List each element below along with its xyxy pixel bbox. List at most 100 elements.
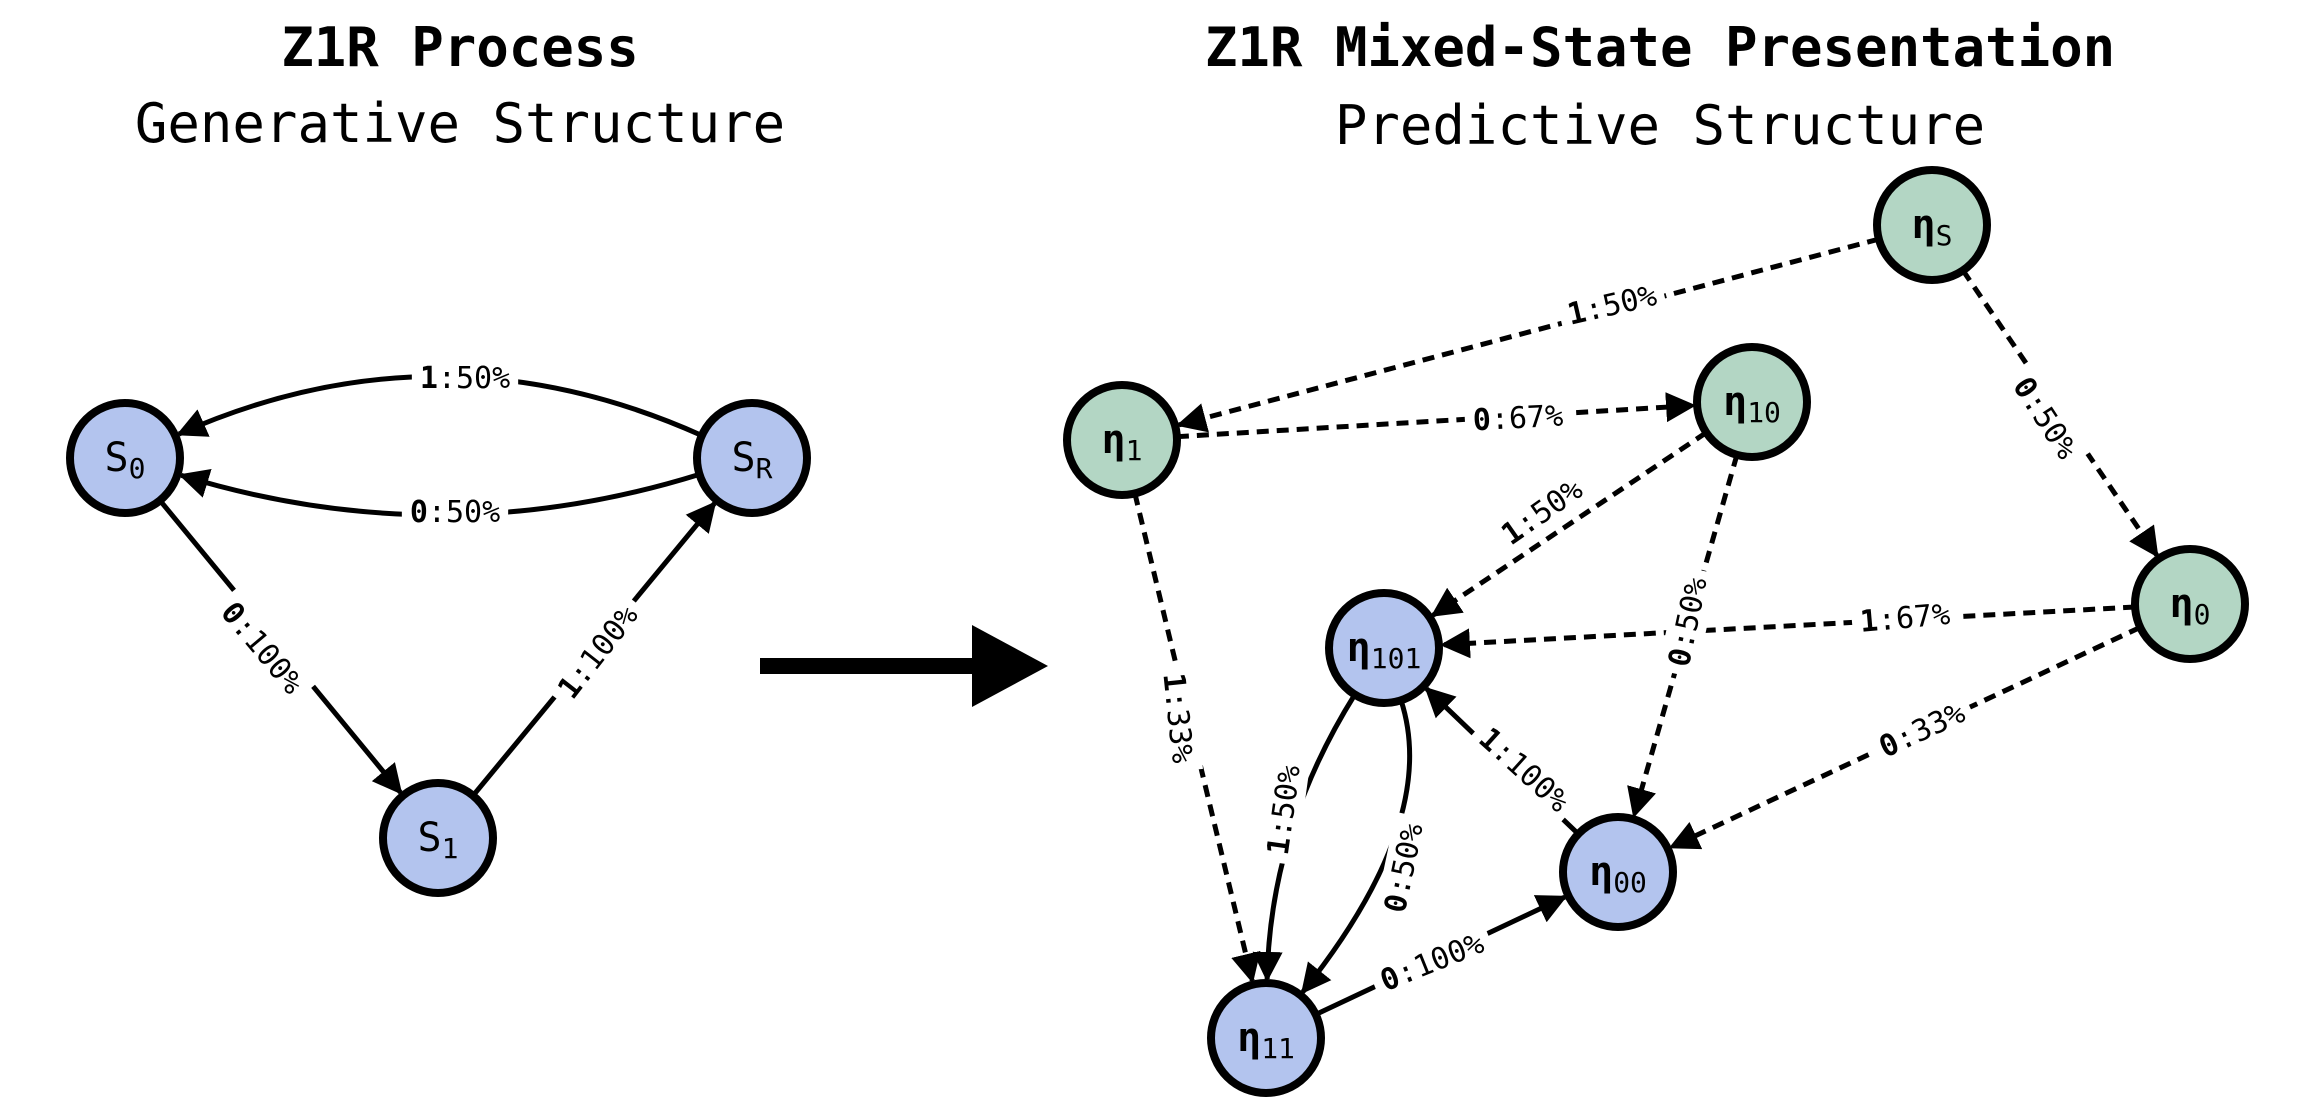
edge-symbol: 0 — [410, 495, 428, 530]
node-subscript: 11 — [1261, 1032, 1295, 1065]
right-edge-label-etaS-to-eta0: 0:50% — [1999, 362, 2091, 474]
right-node-eta1: η1 — [1063, 381, 1181, 499]
node-label: η1 — [1102, 417, 1143, 467]
edge-label-background — [1850, 593, 1960, 643]
edge-label-background — [411, 358, 519, 398]
node-label: η101 — [1347, 625, 1422, 675]
right-edge-label-eta1-to-eta11: 1:33% — [1153, 663, 1203, 773]
left-edge-label-sr-to-s0: 0:50% — [401, 492, 509, 532]
right-node-eta11: η11 — [1207, 979, 1325, 1097]
node-subscript: 0 — [2194, 598, 2211, 631]
node-label: η11 — [1237, 1015, 1295, 1065]
right-edge-etaS-to-eta1 — [1176, 236, 1880, 433]
node-circle — [1559, 813, 1677, 931]
node-main-symbol: η — [1237, 1015, 1261, 1061]
svg-text:0:100%: 0:100% — [214, 595, 310, 701]
node-label: η10 — [1723, 379, 1781, 429]
right-edge-label-eta1-to-eta10: 0:67% — [1463, 395, 1573, 441]
right-title: Z1R Mixed-State Presentation — [1205, 16, 2115, 79]
left-subtitle: Generative Structure — [135, 92, 785, 155]
edge-label-background — [207, 587, 317, 709]
right-edge-label-eta101-to-eta11: 1:50% — [1257, 754, 1311, 866]
edge-label-background — [1464, 713, 1584, 827]
right-node-eta101: η101 — [1325, 589, 1443, 707]
edge-probability: :67% — [1876, 597, 1951, 638]
edge-symbol: 1 — [420, 361, 438, 396]
node-main-symbol: η — [1347, 625, 1371, 671]
right-edge-label-eta10-to-eta101: 1:50% — [1487, 465, 1597, 559]
right-edge-eta0-to-eta00 — [1668, 625, 2142, 850]
edge-label-background — [1487, 465, 1597, 559]
node-subscript: 1 — [1126, 434, 1143, 467]
svg-text:0:100%: 0:100% — [1375, 925, 1489, 998]
node-circle — [1693, 343, 1811, 461]
node-subscript: 0 — [129, 452, 146, 485]
left-edge-label-s1-to-sr: 1:100% — [544, 590, 652, 714]
left-node-sr: SR — [693, 399, 811, 517]
node-main-symbol: η — [1723, 379, 1747, 425]
right-node-eta0: η0 — [2131, 545, 2249, 663]
edge-label-background — [1153, 663, 1203, 773]
svg-text:1:100%: 1:100% — [1472, 721, 1576, 820]
edge-label-background — [544, 590, 652, 714]
left-title: Z1R Process — [281, 16, 639, 79]
node-label: SR — [732, 435, 773, 485]
edge-probability: :50% — [1665, 574, 1714, 652]
edge-symbol: 1 — [1858, 603, 1879, 639]
right-node-etaS: ηS — [1873, 166, 1991, 284]
node-main-symbol: S — [418, 815, 442, 861]
node-subscript: 1 — [442, 832, 459, 865]
node-main-symbol: S — [732, 435, 756, 481]
node-label: η00 — [1589, 849, 1647, 899]
node-circle — [693, 399, 811, 517]
edge-label-background — [1373, 811, 1435, 925]
right-node-eta10: η10 — [1693, 343, 1811, 461]
left-node-s1: S1 — [379, 779, 497, 897]
node-circle — [1325, 589, 1443, 707]
edge-probability: :100% — [225, 609, 310, 701]
node-main-symbol: S — [105, 435, 129, 481]
edge-probability: :100% — [1392, 925, 1489, 991]
edge-label-background — [1999, 362, 2091, 474]
svg-text:1:50%: 1:50% — [420, 361, 510, 396]
edge-label-background — [1367, 920, 1497, 1004]
node-main-symbol: η — [1102, 417, 1126, 463]
edge-probability: :50% — [1381, 820, 1430, 898]
right-node-eta00: η00 — [1559, 813, 1677, 931]
node-circle — [1063, 381, 1181, 499]
node-label: ηS — [1912, 202, 1953, 252]
node-subscript: S — [1936, 219, 1953, 252]
node-circle — [2131, 545, 2249, 663]
node-main-symbol: η — [1912, 202, 1936, 248]
right-subtitle: Predictive Structure — [1335, 94, 1985, 157]
right-edge-label-eta10-to-eta00: 0:50% — [1657, 565, 1719, 679]
svg-text:1:50%: 1:50% — [1260, 763, 1307, 857]
node-circle — [1873, 166, 1991, 284]
right-edge-label-eta00-to-eta101: 1:100% — [1464, 713, 1584, 827]
right-edge-label-eta11-to-eta00: 0:100% — [1367, 920, 1497, 1004]
edge-symbol: 1 — [1156, 671, 1193, 693]
edge-label-background — [1555, 274, 1669, 336]
node-subscript: R — [756, 452, 773, 485]
edge-probability: :67% — [1490, 398, 1564, 437]
edge-probability: :33% — [1890, 695, 1970, 757]
right-edge-label-etaS-to-eta1: 1:50% — [1555, 274, 1669, 336]
right-edge-label-eta0-to-eta00: 0:33% — [1865, 689, 1979, 771]
edge-symbol: 0 — [1472, 402, 1492, 438]
node-subscript: 00 — [1613, 866, 1647, 899]
node-circle — [66, 399, 184, 517]
edge-probability: :33% — [1158, 689, 1200, 765]
edge-probability: :50% — [1582, 278, 1660, 328]
svg-text:1:67%: 1:67% — [1858, 597, 1951, 640]
svg-text:0:67%: 0:67% — [1472, 398, 1564, 438]
node-subscript: 101 — [1371, 642, 1422, 675]
edge-probability: :50% — [438, 361, 510, 396]
right-arrow-icon — [760, 625, 1048, 707]
edge-label-background — [1257, 754, 1311, 866]
left-edge-label-sr-to-s0: 1:50% — [411, 358, 519, 398]
svg-text:0:50%: 0:50% — [410, 495, 500, 530]
node-label: η0 — [2170, 581, 2211, 631]
svg-text:1:100%: 1:100% — [551, 599, 645, 706]
